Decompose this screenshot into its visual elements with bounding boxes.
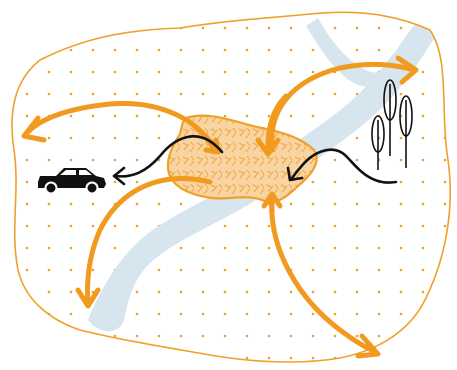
city-region-diagram bbox=[0, 0, 457, 370]
diagram-canvas bbox=[0, 0, 457, 370]
